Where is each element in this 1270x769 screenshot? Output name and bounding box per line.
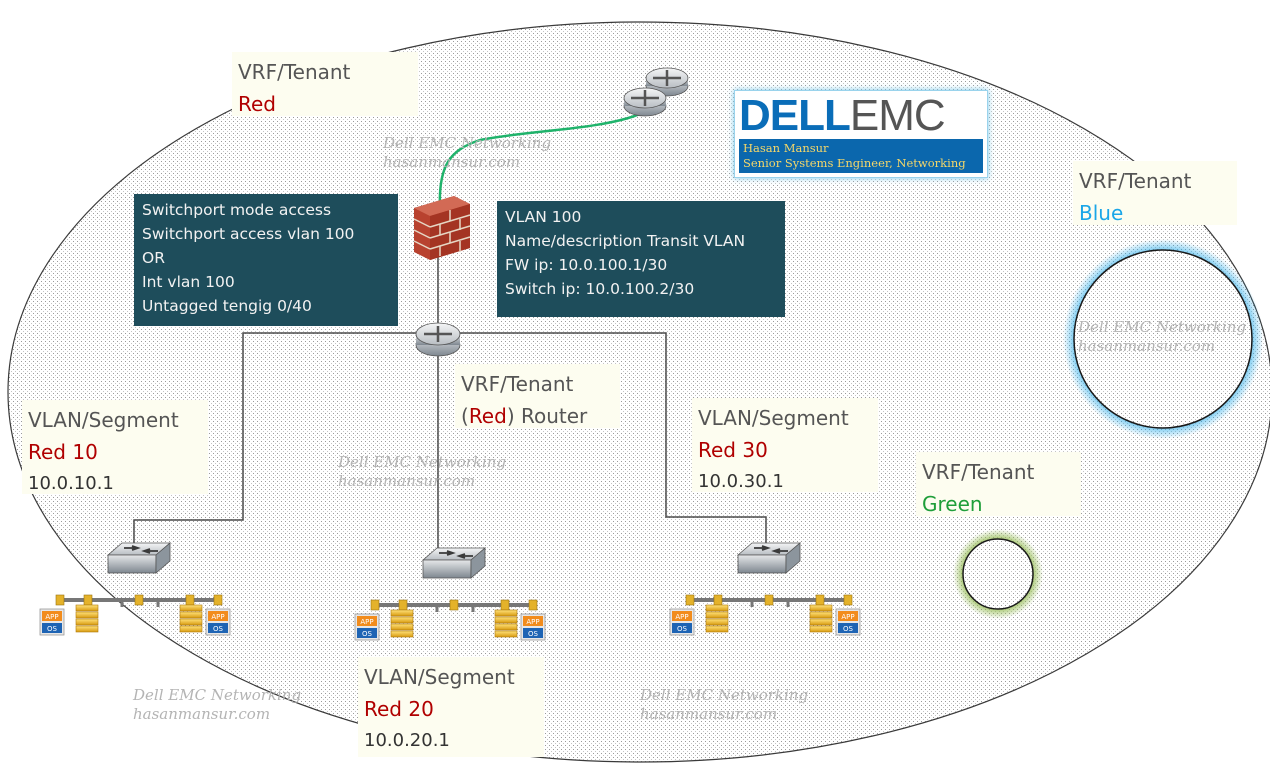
os-text: OS [528, 630, 539, 638]
router-icon [415, 322, 461, 357]
app-server-icon: APP OS [354, 613, 380, 641]
os-text: OS [843, 625, 854, 633]
segment-red20-title: VLAN/Segment [364, 665, 515, 689]
link-firewall-to-wan-router [438, 112, 641, 211]
logo-role: Senior Systems Engineer, Networking [743, 156, 966, 170]
segment-red10-ip: 10.0.10.1 [28, 473, 114, 494]
connector [370, 599, 380, 611]
logo-author: Hasan Mansur [743, 141, 829, 155]
os-text: OS [362, 630, 373, 638]
app-text: APP [45, 613, 58, 621]
connector [398, 599, 408, 611]
tenant-green-circle [962, 538, 1034, 610]
switch-group-center: APP OS APP OS [354, 547, 546, 641]
note-switchport-line: Switchport access vlan 100 [142, 225, 355, 243]
tenant-red-label: VRF/Tenant Red [232, 52, 418, 116]
link-router-to-switch-left [133, 332, 420, 545]
app-text: APP [360, 618, 373, 626]
server-stack-icon [809, 604, 833, 633]
logo-author-bar: Hasan Mansur Senior Systems Engineer, Ne… [739, 139, 983, 173]
note-switchport: Switchport mode access Switchport access… [134, 194, 398, 326]
connector [83, 594, 93, 606]
segment-red10-name: Red 10 [28, 440, 98, 464]
connector [764, 594, 774, 606]
connector [528, 599, 538, 611]
connector [185, 594, 195, 606]
note-transit-line: VLAN 100 [505, 208, 582, 226]
router-icon [623, 87, 667, 117]
switch-icon [106, 542, 172, 574]
connector [500, 599, 510, 611]
segment-red10-label: VLAN/Segment Red 10 10.0.10.1 [22, 400, 208, 494]
note-transit-line: FW ip: 10.0.100.1/30 [505, 256, 668, 274]
switch-icon [736, 542, 802, 574]
os-text: OS [47, 625, 58, 633]
connector [55, 594, 65, 606]
dell-emc-logo: DELLEMC Hasan Mansur Senior Systems Engi… [734, 90, 988, 178]
app-server-icon: APP OS [39, 608, 65, 636]
tenant-green-name: Green [922, 492, 983, 516]
router-label-title: VRF/Tenant [461, 372, 574, 396]
switch-group-right: APP OS APP OS [669, 542, 861, 636]
note-transit-line: Name/description Transit VLAN [505, 232, 746, 250]
tenant-blue-name: Blue [1079, 201, 1124, 225]
segment-red30-title: VLAN/Segment [698, 406, 849, 430]
server-stack-icon [705, 604, 729, 633]
connector [843, 594, 853, 606]
tenant-red-title: VRF/Tenant [238, 60, 351, 84]
app-server-icon: APP OS [835, 608, 861, 636]
tenant-blue-title: VRF/Tenant [1079, 169, 1192, 193]
switch-icon [421, 547, 487, 579]
logo-brand: DELLEMC [739, 91, 946, 140]
app-server-icon: APP OS [520, 613, 546, 641]
segment-red30-name: Red 30 [698, 438, 768, 462]
note-switchport-line: OR [142, 249, 165, 267]
router-label: VRF/Tenant (Red) Router [455, 364, 620, 428]
tenant-green-label: VRF/Tenant Green [916, 452, 1081, 516]
server-stack-icon [75, 604, 99, 633]
os-text: OS [677, 625, 688, 633]
segment-red10-title: VLAN/Segment [28, 408, 179, 432]
os-text: OS [213, 625, 224, 633]
segment-red20-ip: 10.0.20.1 [364, 730, 450, 751]
note-switchport-line: Untagged tengig 0/40 [142, 297, 312, 315]
note-switchport-line: Switchport mode access [142, 201, 332, 219]
router-label-name: (Red) Router [461, 404, 588, 428]
connector [685, 594, 695, 606]
app-server-icon: APP OS [205, 608, 231, 636]
tenant-red-name: Red [238, 92, 276, 116]
connector [213, 594, 223, 606]
app-text: APP [841, 613, 854, 621]
tenant-blue-circle [1073, 249, 1253, 429]
note-transit-line: Switch ip: 10.0.100.2/30 [505, 280, 695, 298]
connector [134, 594, 144, 606]
switch-group-left: APP OS APP OS [39, 542, 231, 636]
firewall-icon [413, 196, 471, 260]
server-stack-icon [179, 604, 203, 633]
note-transit-vlan: VLAN 100 Name/description Transit VLAN F… [497, 201, 785, 317]
app-server-icon: APP OS [669, 608, 695, 636]
connector [815, 594, 825, 606]
server-stack-icon [494, 609, 518, 638]
note-switchport-line: Int vlan 100 [142, 273, 235, 291]
app-text: APP [675, 613, 688, 621]
tenant-green-title: VRF/Tenant [922, 460, 1035, 484]
link-router-to-switch-right [456, 332, 767, 548]
connector [449, 599, 459, 611]
connector [713, 594, 723, 606]
segment-red20-name: Red 20 [364, 697, 434, 721]
server-stack-icon [390, 609, 414, 638]
segment-red20-label: VLAN/Segment Red 20 10.0.20.1 [358, 657, 544, 757]
app-text: APP [211, 613, 224, 621]
tenant-blue-label: VRF/Tenant Blue [1073, 161, 1237, 225]
segment-red30-ip: 10.0.30.1 [698, 471, 784, 492]
app-text: APP [526, 618, 539, 626]
segment-red30-label: VLAN/Segment Red 30 10.0.30.1 [692, 398, 878, 492]
